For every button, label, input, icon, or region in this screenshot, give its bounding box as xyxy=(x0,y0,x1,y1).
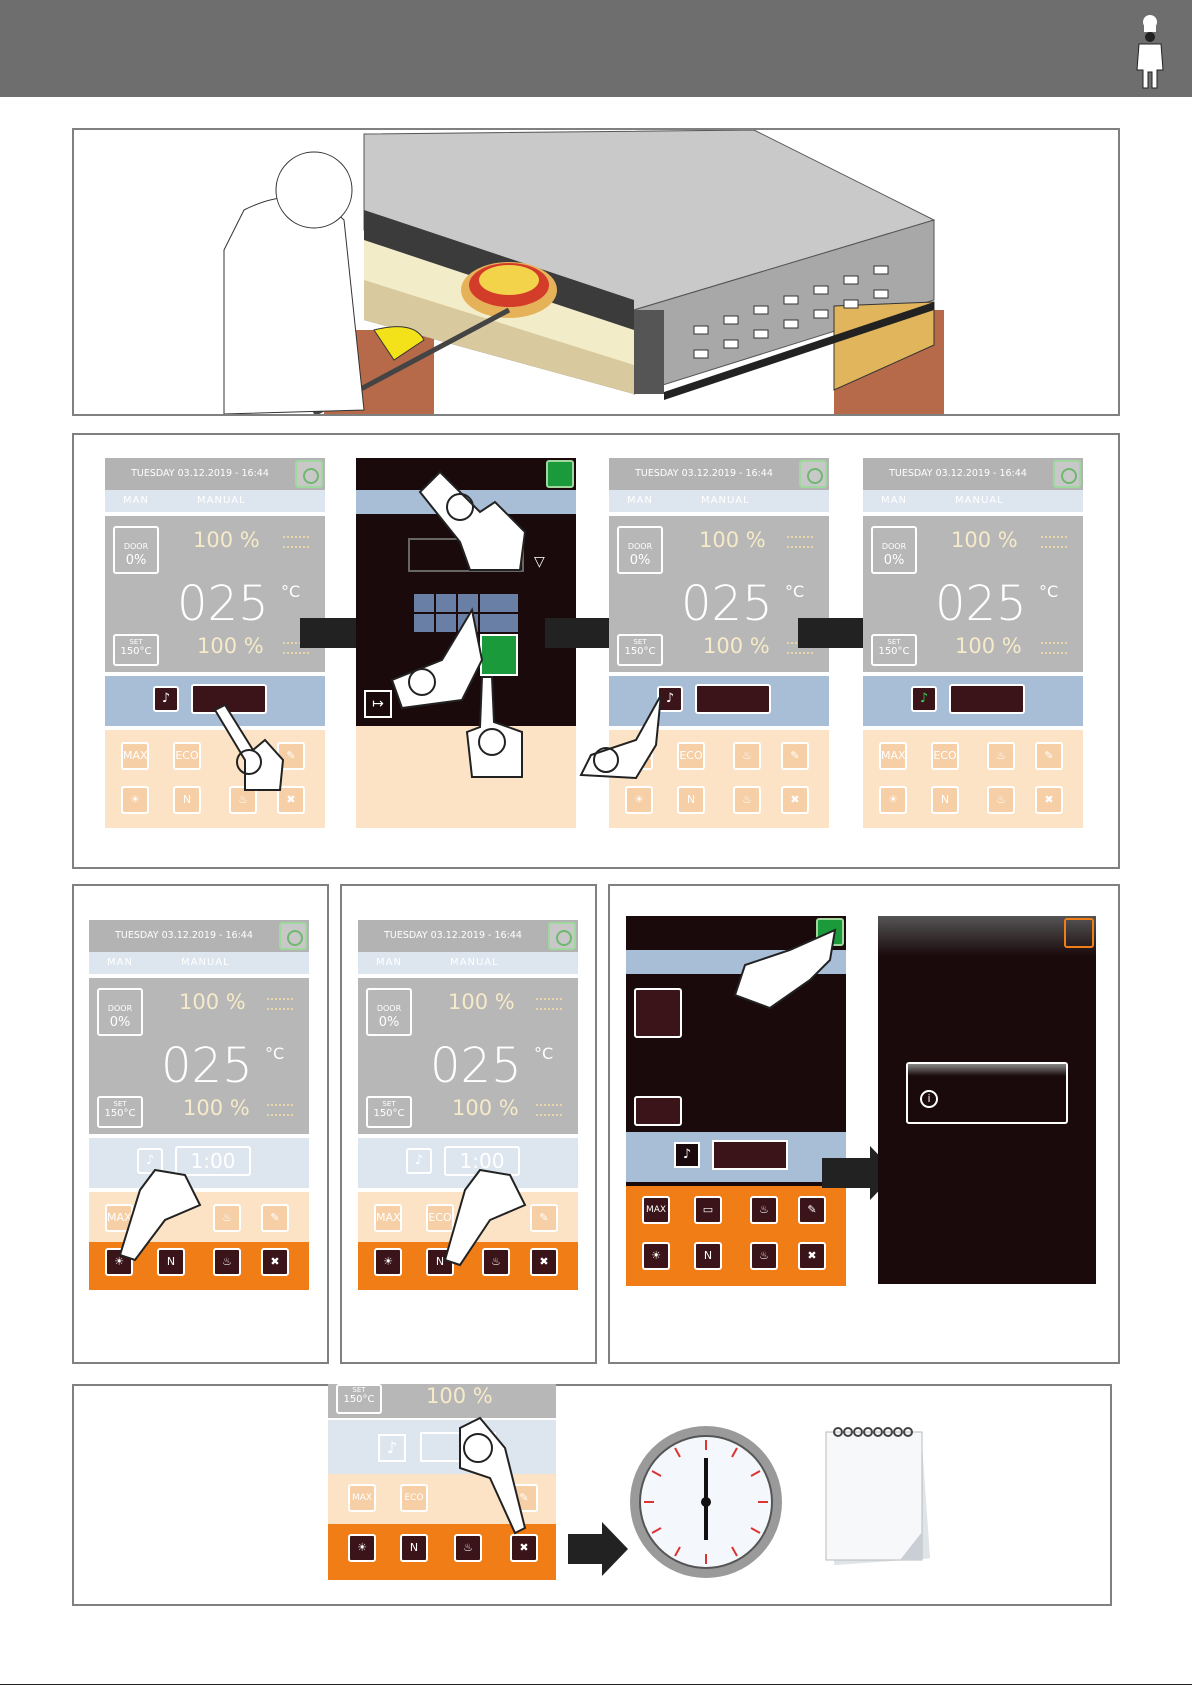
temperature-unit: °C xyxy=(281,582,301,601)
mode-short: MAN xyxy=(123,495,149,506)
bottom-heat-icon xyxy=(283,642,309,654)
screen-off: i xyxy=(878,916,1096,1284)
mode-bar: MAN MANUAL xyxy=(105,490,325,512)
notepad-icon xyxy=(825,1427,931,1566)
eco-key[interactable]: ECO xyxy=(173,742,201,770)
settings-key-frame xyxy=(72,1384,1112,1606)
bell-icon[interactable]: ♪ xyxy=(378,1434,406,1462)
header-bar xyxy=(0,0,1192,97)
timer-display[interactable] xyxy=(695,684,771,714)
steam-key[interactable]: ♨ xyxy=(229,786,257,814)
hand-pointer-icon xyxy=(465,676,523,778)
top-percent: 100 % xyxy=(193,528,260,552)
arrow-right-icon xyxy=(568,1522,628,1576)
timer-display[interactable] xyxy=(712,1140,788,1170)
hand-pointer-icon xyxy=(443,1168,527,1267)
hand-pointer-icon xyxy=(733,928,837,1010)
settings-key[interactable]: ✖ xyxy=(277,786,305,814)
power-button[interactable] xyxy=(279,922,307,950)
oven-illustration-frame xyxy=(72,128,1120,417)
oven-illustration xyxy=(223,129,944,417)
mode-long: MANUAL xyxy=(197,495,246,506)
info-dialog: i xyxy=(906,1062,1068,1124)
exit-icon[interactable]: ↦ xyxy=(364,690,392,718)
chef-icon xyxy=(1136,15,1164,89)
down-arrow-icon[interactable]: ▽ xyxy=(534,554,545,570)
hand-pointer-icon xyxy=(390,607,484,710)
date-time: TUESDAY 03.12.2019 - 16:44 xyxy=(131,468,269,479)
light-key[interactable]: ☀ xyxy=(121,786,149,814)
bell-icon[interactable]: ♪ xyxy=(674,1142,700,1168)
timer-display[interactable]: 1:00 xyxy=(175,1146,251,1176)
hand-pointer-icon xyxy=(459,1416,527,1535)
hand-scroll-icon xyxy=(418,470,527,571)
power-button[interactable] xyxy=(546,460,574,488)
power-button[interactable] xyxy=(1053,460,1081,488)
bell-active-icon[interactable]: ♪ xyxy=(911,686,937,712)
set-button[interactable] xyxy=(634,1096,682,1126)
bell-icon[interactable]: ♪ xyxy=(406,1148,432,1174)
screen-1: TUESDAY 03.12.2019 - 16:44 MAN MANUAL DOO… xyxy=(105,458,325,828)
max-key[interactable]: MAX xyxy=(121,742,149,770)
door-button[interactable] xyxy=(634,988,682,1038)
info-icon: i xyxy=(920,1090,938,1108)
function-keys: MAX ECO ✎ ☀ N ♨ ✖ xyxy=(105,730,325,828)
power-button[interactable] xyxy=(295,460,323,488)
confirm-button[interactable] xyxy=(480,634,518,676)
hand-pointer-icon xyxy=(118,1168,202,1262)
program-key[interactable]: N xyxy=(173,786,201,814)
arrow-right-icon xyxy=(822,1146,896,1200)
power-button[interactable] xyxy=(799,460,827,488)
settings-key[interactable]: ✖ xyxy=(510,1534,538,1562)
clock-icon xyxy=(630,1426,782,1578)
power-button[interactable] xyxy=(548,922,576,950)
power-button[interactable] xyxy=(1064,918,1094,948)
hand-pointer-icon xyxy=(579,694,662,780)
top-heat-icon xyxy=(283,536,309,548)
bell-icon[interactable]: ♪ xyxy=(657,686,683,712)
timer-display[interactable] xyxy=(949,684,1025,714)
status-bar: TUESDAY 03.12.2019 - 16:44 xyxy=(105,458,325,490)
bottom-percent: 100 % xyxy=(197,634,264,658)
hand-pointer-icon xyxy=(213,703,285,791)
bell-icon[interactable]: ♪ xyxy=(153,686,179,712)
temperature: 025 xyxy=(177,576,269,632)
